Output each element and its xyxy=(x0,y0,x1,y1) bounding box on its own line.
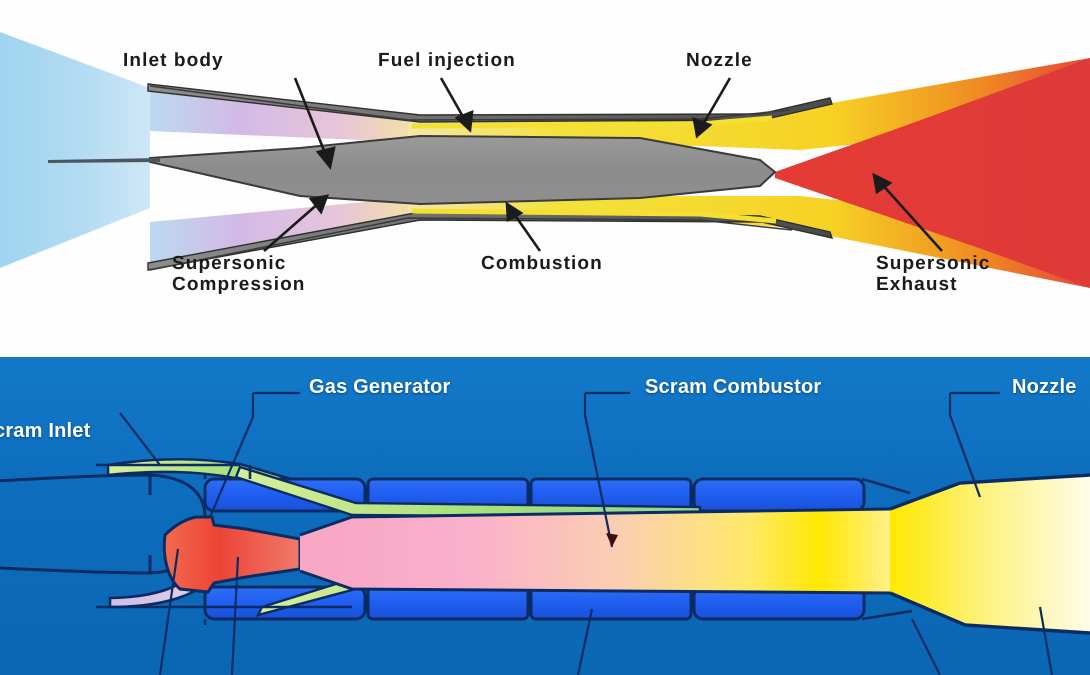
label-inlet-body: Inlet body xyxy=(123,50,224,71)
label-supersonic-compression: Supersonic Compression xyxy=(172,253,306,295)
combined-cycle-engine-graphic xyxy=(0,391,1090,675)
scramjet-flowpath-diagram: Inlet body Fuel injection Nozzle Superso… xyxy=(0,32,1090,295)
leader-arrows-top xyxy=(263,77,943,252)
centerline-spike xyxy=(48,158,160,163)
label-supersonic-exhaust: Supersonic Exhaust xyxy=(876,253,991,295)
label-fuel-injection: Fuel injection xyxy=(378,50,516,71)
scram-combustor-core-flow xyxy=(300,509,890,593)
upper-duct-edge-line xyxy=(149,85,791,121)
leader-lines-bottom xyxy=(119,391,1054,675)
label-nozzle-bottom: Nozzle xyxy=(1012,376,1077,398)
nozzle-lower-edge xyxy=(889,591,1090,635)
scramjet-flowpath-graphic xyxy=(0,32,1090,288)
nozzle-upper-edge xyxy=(889,473,1090,511)
scram-combustor-arrowhead xyxy=(606,533,618,547)
fuel-tank-bars-upper xyxy=(203,477,866,513)
label-scram-combustor: Scram Combustor xyxy=(645,376,822,398)
label-combustion: Combustion xyxy=(481,253,603,274)
engine-body xyxy=(149,134,777,206)
core-flow-lower-edge xyxy=(299,569,891,595)
engine-structural-lines xyxy=(96,463,913,625)
combined-cycle-engine-diagram: cram Inlet Gas Generator Scram Combustor… xyxy=(0,357,1090,675)
label-nozzle: Nozzle xyxy=(686,50,753,71)
core-flow-upper-edge xyxy=(299,507,891,537)
inlet-air-region xyxy=(0,32,150,268)
label-gas-generator: Gas Generator xyxy=(309,376,451,398)
label-scram-inlet: cram Inlet xyxy=(0,420,91,442)
upper-duct-compression xyxy=(150,86,408,142)
exhaust-plume-fill xyxy=(775,60,1090,286)
lower-duct-edge-line xyxy=(149,217,793,271)
nozzle-expansion xyxy=(890,475,1090,633)
gas-generator-core xyxy=(162,515,302,594)
